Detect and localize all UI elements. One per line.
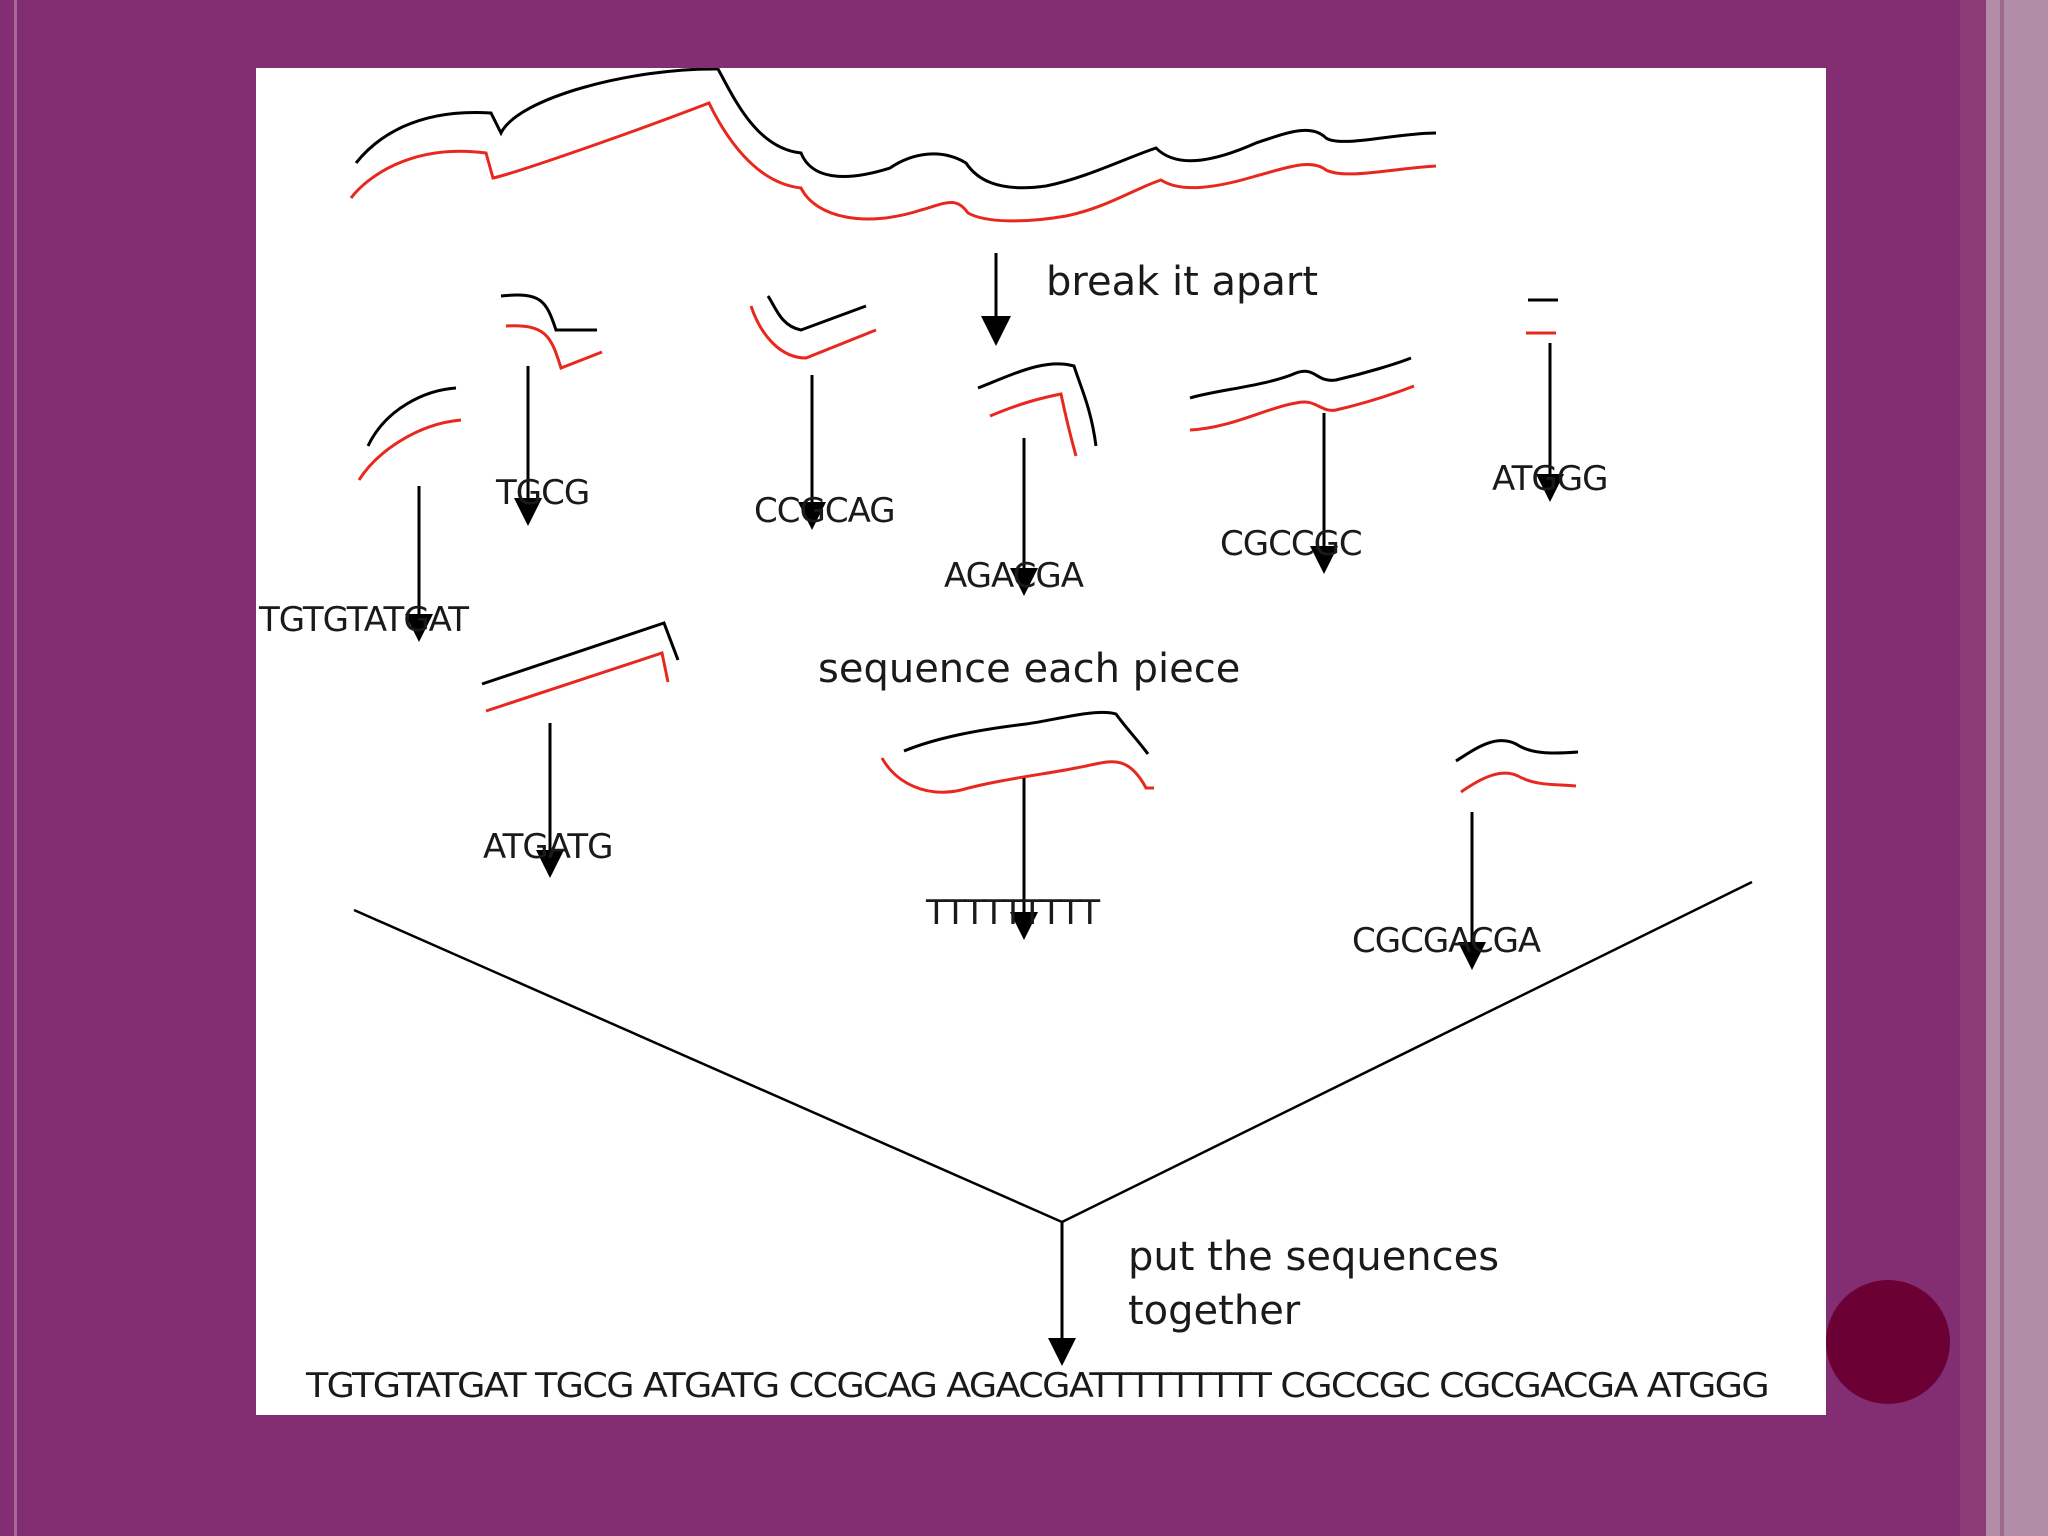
fragment-atgatg-bottom (485, 651, 670, 713)
fragment-label: ATGGG (1492, 459, 1607, 499)
original-dna-bottom-strand (349, 101, 1437, 223)
fragment-arrows (405, 343, 1564, 970)
fragment-tgcg-bottom (505, 324, 603, 370)
fragment-ttttttttt-top (903, 710, 1150, 755)
assembled-sequence: TGTGTATGAT TGCG ATGATG CCGCAG AGACGATTTT… (305, 1366, 1768, 1406)
frame-bar-dark (1960, 0, 1986, 1536)
frame-line (2000, 0, 2004, 1536)
fragment-cgcgacga-bottom (1460, 771, 1577, 794)
fragment-label: TTTTTTTTT (925, 893, 1100, 933)
fragment-label: ATGATG (483, 827, 612, 867)
break-label: break it apart (1046, 259, 1318, 305)
fragment-pieces (357, 293, 1579, 794)
fragment-label: TGTGTATGAT (258, 600, 469, 640)
fragment-cgccgc-top (1189, 356, 1412, 400)
assembly-funnel (353, 880, 1753, 1340)
fragment-ttttttttt-bottom (880, 757, 1154, 794)
fragment-tgtgtatgat-bottom (357, 418, 462, 481)
fragment-label: TGCG (495, 473, 589, 513)
sequencing-diagram: break it apart sequence each piece put t… (256, 68, 1826, 1415)
fragment-ccgcag-top (766, 295, 867, 332)
fragment-label: CGCGACGA (1352, 921, 1541, 961)
assemble-label-line2: together (1128, 1288, 1301, 1334)
fragment-ccgcag-bottom (749, 305, 877, 360)
original-dna (349, 68, 1437, 223)
fragment-label: AGACGA (944, 556, 1084, 596)
frame-bar-light (1986, 0, 2048, 1536)
fragment-tgtgtatgat-top (366, 386, 457, 447)
fragment-agacga-bottom (989, 392, 1078, 457)
assemble-label-line1: put the sequences (1128, 1234, 1499, 1280)
sequence-label: sequence each piece (818, 646, 1240, 692)
fragment-label: CGCCGC (1220, 524, 1362, 564)
break-arrow-head (981, 316, 1011, 346)
fragment-atgatg-top (481, 621, 680, 686)
original-dna-top-strand (354, 68, 1437, 190)
fragment-agacga-top (977, 362, 1098, 447)
accent-dot (1826, 1280, 1950, 1404)
fragment-cgccgc-bottom (1189, 384, 1415, 432)
fragment-cgcgacga-top (1455, 739, 1579, 763)
assemble-arrow-head (1048, 1338, 1076, 1366)
fragment-tgcg-top (500, 293, 597, 332)
fragment-label: CCGCAG (754, 491, 895, 531)
frame-line-left (14, 0, 17, 1536)
